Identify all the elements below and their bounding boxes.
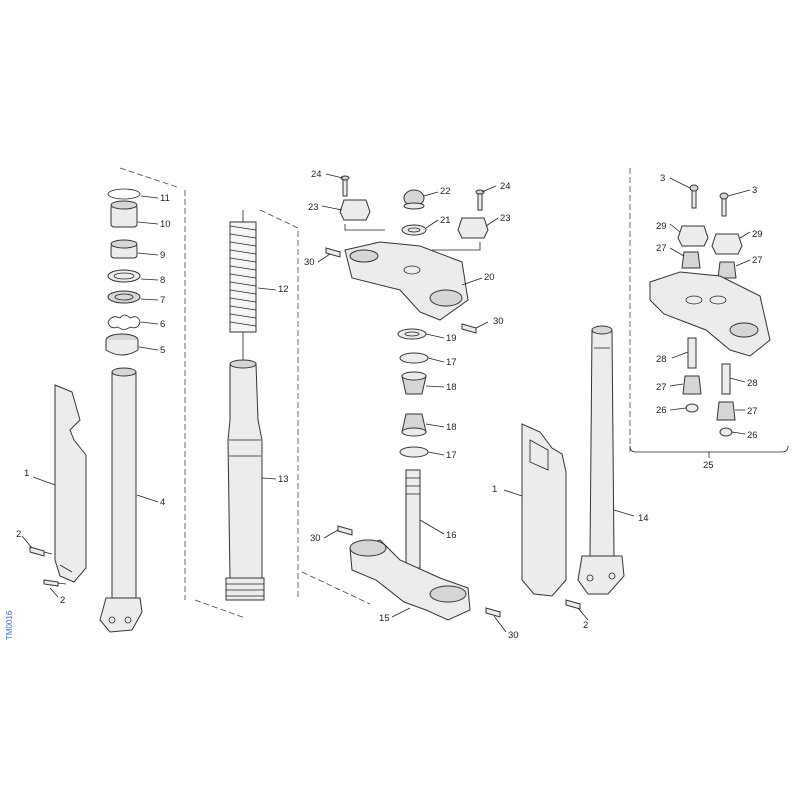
upper-clamp-kit-group bbox=[629, 168, 789, 458]
callout-15: 15 bbox=[379, 613, 390, 624]
callout-17-lower: 17 bbox=[446, 450, 457, 461]
callout-11: 11 bbox=[160, 193, 170, 204]
callout-28-right: 28 bbox=[747, 378, 758, 389]
callout-1-left: 1 bbox=[24, 468, 29, 479]
callout-21: 21 bbox=[440, 215, 451, 226]
callout-26-b: 26 bbox=[747, 430, 758, 441]
triple-clamp-group bbox=[301, 173, 507, 633]
callout-26-a: 26 bbox=[656, 405, 667, 416]
callout-22: 22 bbox=[440, 186, 451, 197]
callout-30-c: 30 bbox=[310, 533, 321, 544]
callout-2-left-b: 2 bbox=[60, 595, 65, 606]
callout-28-left: 28 bbox=[656, 354, 667, 365]
callout-27-c: 27 bbox=[656, 382, 667, 393]
callout-18-upper: 18 bbox=[446, 382, 457, 393]
drawing-code: TM0016 bbox=[5, 610, 14, 640]
callout-3-left: 3 bbox=[660, 173, 665, 184]
callout-23-right: 23 bbox=[500, 213, 511, 224]
callout-14: 14 bbox=[638, 513, 649, 524]
callout-3-right: 3 bbox=[752, 185, 757, 196]
callout-5: 5 bbox=[160, 345, 165, 356]
callout-29-left: 29 bbox=[656, 221, 667, 232]
callout-4: 4 bbox=[160, 497, 165, 508]
callout-25: 25 bbox=[703, 460, 714, 471]
callout-16: 16 bbox=[446, 530, 457, 541]
callout-13: 13 bbox=[278, 474, 289, 485]
callout-2-left-a: 2 bbox=[16, 529, 21, 540]
left-fork-leg-group bbox=[21, 167, 186, 633]
callout-30-a: 30 bbox=[304, 257, 315, 268]
callout-8: 8 bbox=[160, 275, 165, 286]
callout-6: 6 bbox=[160, 319, 165, 330]
callout-7: 7 bbox=[160, 295, 165, 306]
callout-27-b: 27 bbox=[752, 255, 763, 266]
callout-30-d: 30 bbox=[508, 630, 519, 641]
callout-24-left: 24 bbox=[311, 169, 322, 180]
callout-29-right: 29 bbox=[752, 229, 763, 240]
callout-12: 12 bbox=[278, 284, 289, 295]
callout-27-a: 27 bbox=[656, 243, 667, 254]
spring-cartridge-group bbox=[194, 209, 299, 619]
callout-24-right: 24 bbox=[500, 181, 511, 192]
callout-23-left: 23 bbox=[308, 202, 319, 213]
callout-20: 20 bbox=[484, 272, 495, 283]
right-fork-leg-group bbox=[503, 325, 635, 621]
callout-27-d: 27 bbox=[747, 406, 758, 417]
callout-30-b: 30 bbox=[493, 316, 504, 327]
callout-19: 19 bbox=[446, 333, 457, 344]
callout-2-right: 2 bbox=[583, 620, 588, 631]
callout-9: 9 bbox=[160, 250, 165, 261]
callout-1-right: 1 bbox=[492, 484, 497, 495]
callout-10: 10 bbox=[160, 219, 171, 230]
callout-17-upper: 17 bbox=[446, 357, 457, 368]
callout-18-lower: 18 bbox=[446, 422, 457, 433]
